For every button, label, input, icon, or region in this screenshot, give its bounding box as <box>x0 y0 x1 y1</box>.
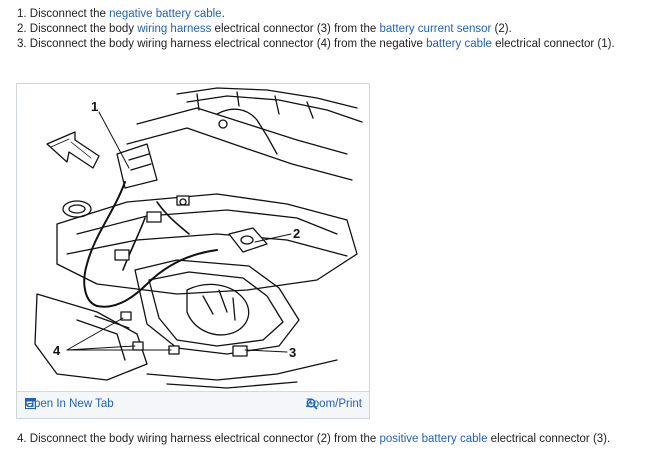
instruction-steps: 1. Disconnect the negative battery cable… <box>17 7 615 52</box>
open-in-new-tab-label: Open In New Tab <box>25 398 114 410</box>
direction-arrow <box>46 131 100 169</box>
step-text: Disconnect the body wiring harness elect… <box>29 38 427 50</box>
link-negative-battery-cable[interactable]: negative battery cable <box>109 8 222 20</box>
step-number: 1. <box>17 8 27 20</box>
step-text: . <box>221 8 225 20</box>
link-battery-cable[interactable]: battery cable <box>426 38 492 50</box>
wiring-illustration: 1 2 3 4 <box>34 87 363 389</box>
link-wiring-harness[interactable]: wiring harness <box>137 23 212 35</box>
zoom-print-label: Zoom/Print <box>305 398 362 410</box>
step-3: 3. Disconnect the body wiring harness el… <box>17 37 615 52</box>
callout-2: 2 <box>293 226 300 241</box>
open-in-new-tab-button[interactable]: Open In New Tab <box>25 398 114 410</box>
callout-1: 1 <box>91 99 98 114</box>
step-4: 4. Disconnect the body wiring harness el… <box>17 432 610 447</box>
figure-toolbar: Open In New Tab Zoom/Print <box>17 391 369 418</box>
step-2: 2. Disconnect the body wiring harness el… <box>17 22 615 37</box>
step-number: 3. <box>17 38 27 50</box>
step-text: Disconnect the body <box>29 23 138 35</box>
step-text: Disconnect the <box>29 8 110 20</box>
open-in-new-tab-icon <box>25 398 36 409</box>
callout-4: 4 <box>53 343 61 358</box>
step-text: electrical connector (3). <box>487 433 611 445</box>
step-number: 2. <box>17 23 27 35</box>
step-text: Disconnect the body wiring harness elect… <box>29 433 380 445</box>
step-text: (2). <box>491 23 512 35</box>
figure-frame: 1 2 3 4 Open In New Tab Zoom/Print <box>16 83 370 419</box>
step-text: electrical connector (1). <box>491 38 615 50</box>
step-number: 4. <box>17 433 27 445</box>
link-positive-battery-cable[interactable]: positive battery cable <box>379 433 488 445</box>
zoom-print-button[interactable]: Zoom/Print <box>306 398 362 410</box>
link-battery-current-sensor[interactable]: battery current sensor <box>379 23 492 35</box>
step-1: 1. Disconnect the negative battery cable… <box>17 7 615 22</box>
step-text: electrical connector (3) from the <box>211 23 380 35</box>
callout-3: 3 <box>289 345 296 360</box>
magnifier-zoom-icon <box>306 398 318 410</box>
